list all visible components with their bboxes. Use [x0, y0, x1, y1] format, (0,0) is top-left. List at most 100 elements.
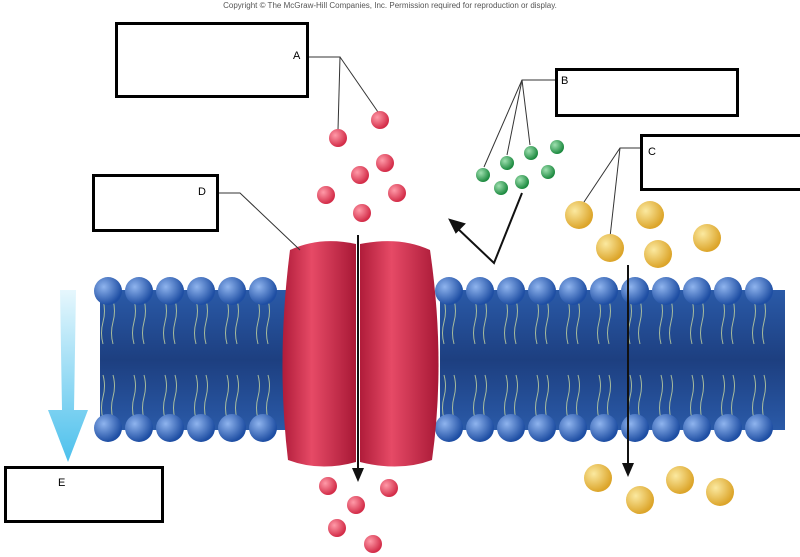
phospholipid-head	[156, 277, 184, 305]
phospholipid-head	[187, 414, 215, 442]
lipid-tail	[204, 374, 208, 420]
phospholipid-head	[218, 277, 246, 305]
lipid-tail	[163, 374, 167, 420]
lipid-tail	[142, 299, 146, 345]
red-molecule	[351, 166, 369, 184]
phospholipid-head	[94, 277, 122, 305]
lipid-tail	[452, 374, 456, 420]
phospholipid-head	[466, 277, 494, 305]
lipid-tail	[638, 374, 642, 420]
lipid-tail	[204, 299, 208, 345]
phospholipid-head	[435, 277, 463, 305]
lipid-tail	[659, 374, 663, 420]
channel-protein	[282, 241, 439, 467]
phospholipid-head	[683, 414, 711, 442]
red-molecule	[388, 184, 406, 202]
lipid-tail	[752, 374, 756, 420]
phospholipid-head	[652, 277, 680, 305]
yellow-molecule	[636, 201, 664, 229]
lipid-tail	[504, 374, 508, 420]
lipid-tail	[566, 299, 570, 345]
phospholipid-head	[249, 277, 277, 305]
label-box-d[interactable]	[92, 174, 219, 232]
red-molecule	[376, 154, 394, 172]
phospholipid-head	[156, 414, 184, 442]
phospholipid-head	[683, 277, 711, 305]
lipid-tail	[690, 374, 694, 420]
lipid-tail	[442, 299, 446, 345]
lipid-tail	[700, 374, 704, 420]
lipid-tail	[659, 299, 663, 345]
green-molecule	[476, 168, 490, 182]
red-molecule	[364, 535, 382, 553]
lipid-tail	[235, 374, 239, 420]
lipid-tail	[235, 299, 239, 345]
phospholipid-head	[125, 277, 153, 305]
lipid-tail	[101, 374, 105, 420]
label-box-c[interactable]	[640, 134, 800, 191]
lipid-tail	[194, 374, 198, 420]
lipid-tail	[721, 299, 725, 345]
phospholipid-head	[435, 414, 463, 442]
lipid-tail	[545, 374, 549, 420]
green-molecule	[500, 156, 514, 170]
phospholipid-head	[497, 277, 525, 305]
lipid-tail	[576, 299, 580, 345]
label-d: D	[198, 186, 206, 198]
lipid-tail	[514, 374, 518, 420]
green-molecule	[524, 146, 538, 160]
label-e: E	[58, 477, 66, 489]
label-b: B	[561, 75, 569, 87]
lipid-tail	[731, 299, 735, 345]
phospholipid-head	[559, 277, 587, 305]
green-molecule	[550, 140, 564, 154]
yellow-molecule	[584, 464, 612, 492]
phospholipid-head	[528, 277, 556, 305]
phospholipid-head	[528, 414, 556, 442]
lipid-tail	[142, 374, 146, 420]
label-box-a[interactable]	[115, 22, 309, 98]
lipid-tail	[256, 374, 260, 420]
green-molecule	[494, 181, 508, 195]
phospholipid-head	[714, 277, 742, 305]
phospholipid-head	[559, 414, 587, 442]
yellow-molecule	[644, 240, 672, 268]
phospholipid-head	[714, 414, 742, 442]
copyright-notice: Copyright © The McGraw-Hill Companies, I…	[223, 1, 557, 10]
lipid-tail	[483, 374, 487, 420]
phospholipid-head	[497, 414, 525, 442]
phospholipid-head	[249, 414, 277, 442]
lipid-tail	[173, 374, 177, 420]
label-c: C	[648, 146, 656, 158]
lipid-tail	[256, 299, 260, 345]
label-box-e[interactable]	[4, 466, 164, 523]
label-a: A	[293, 50, 301, 62]
red-molecule	[347, 496, 365, 514]
exit-arrow	[448, 192, 523, 265]
lipid-tail	[535, 299, 539, 345]
lipid-tail	[111, 299, 115, 345]
lipid-tail	[721, 374, 725, 420]
lipid-tail	[514, 299, 518, 345]
phospholipid-head	[621, 277, 649, 305]
lipid-tail	[545, 299, 549, 345]
yellow-molecule	[626, 486, 654, 514]
lipid-tail	[452, 299, 456, 345]
lipid-tail	[762, 299, 766, 345]
label-box-b[interactable]	[555, 68, 739, 117]
yellow-molecule	[666, 466, 694, 494]
cyan-gradient-arrow	[48, 290, 88, 462]
lipid-tail	[535, 374, 539, 420]
red-molecule	[371, 111, 389, 129]
lipid-tail	[163, 299, 167, 345]
lipid-tail	[669, 374, 673, 420]
yellow-molecule	[565, 201, 593, 229]
lipid-tail	[225, 374, 229, 420]
phospholipid-head	[466, 414, 494, 442]
lipid-tail	[225, 299, 229, 345]
lipid-tail	[690, 299, 694, 345]
lipid-tail	[266, 299, 270, 345]
lipid-tail	[597, 374, 601, 420]
lipid-bilayer	[94, 277, 785, 442]
